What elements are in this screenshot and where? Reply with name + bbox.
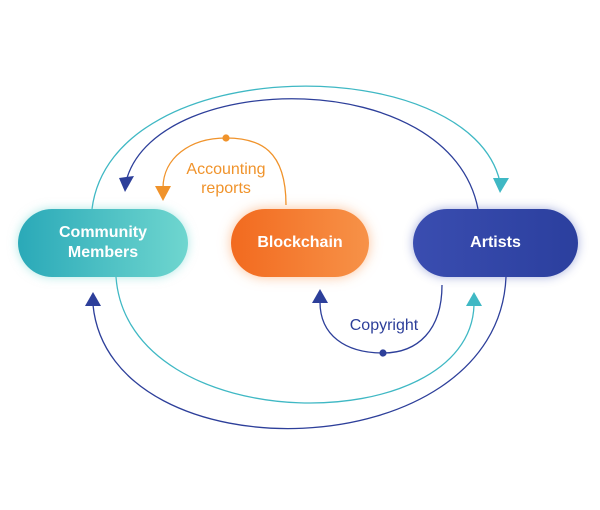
edge-accounting-line1: Accounting [186,161,266,178]
edge-copyright-text: Copyright [349,317,419,334]
edge-accounting-line2: reports [201,180,251,197]
node-artists: Artists [413,209,578,277]
dot-copyright [379,349,387,357]
arc-outer-navy-bottom [92,276,507,430]
arrowhead-teal-top [493,178,509,193]
node-artists-label: Artists [470,234,521,251]
dot-accounting [222,134,230,142]
arrowhead-accounting [155,186,171,201]
arc-inner-teal-bottom [115,276,475,404]
arrowhead-navy-top [119,176,134,192]
arrowhead-navy-bottom [85,292,101,306]
edge-label-accounting-reports: Accounting reports [172,160,280,198]
arrowhead-teal-bottom [466,292,482,306]
edge-label-copyright: Copyright [336,316,432,335]
node-community-members: Community Members [18,209,188,277]
node-community-line2: Members [67,244,139,261]
node-blockchain-label: Blockchain [257,234,343,251]
node-community-line1: Community [59,224,147,241]
arc-outer-teal-top [91,85,501,210]
arrowhead-copyright [312,289,328,303]
node-blockchain: Blockchain [231,209,369,277]
arc-inner-navy-top [126,98,479,210]
